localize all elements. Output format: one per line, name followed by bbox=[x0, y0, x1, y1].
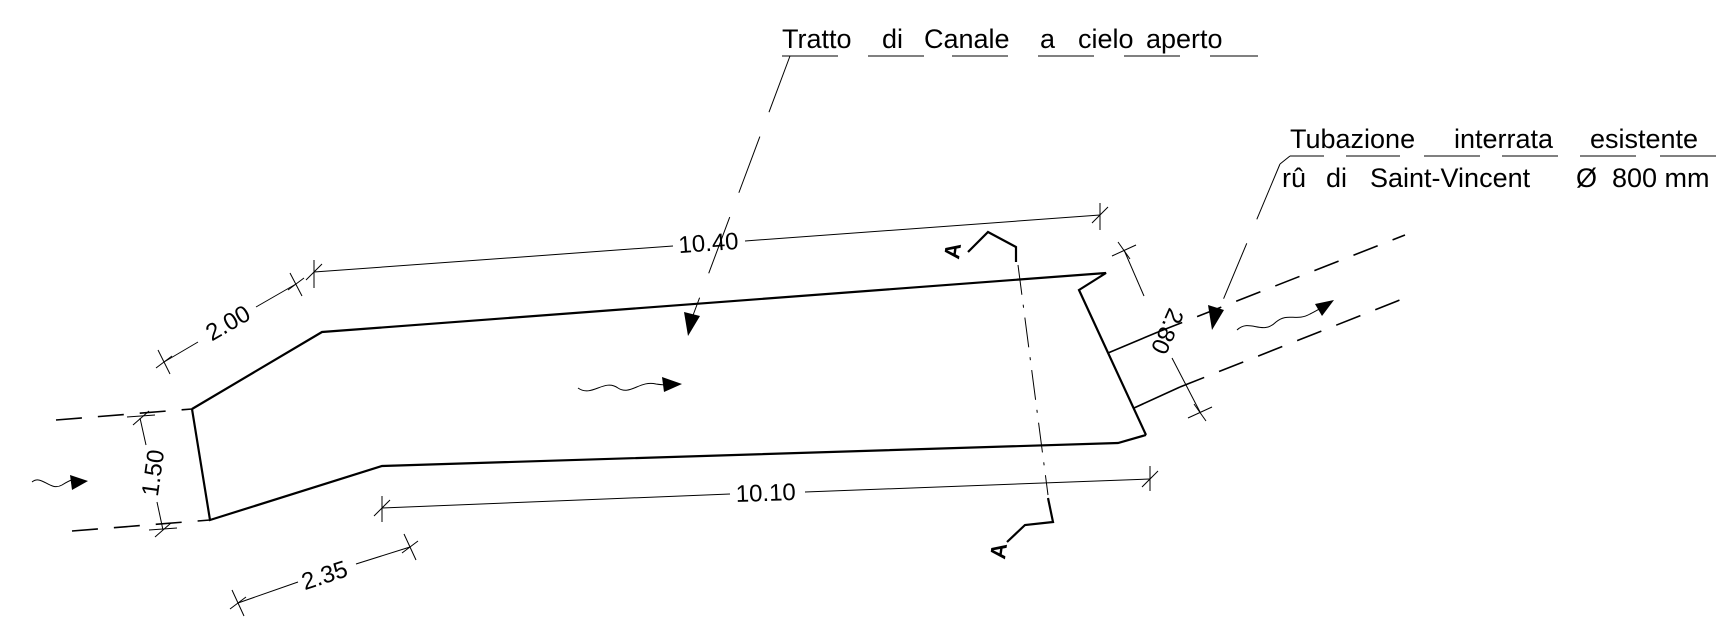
label-canal-word-5: cielo bbox=[1078, 24, 1134, 54]
label-pipe-line2-word-5: 800 mm bbox=[1612, 163, 1710, 193]
leader-canal bbox=[684, 55, 791, 336]
label-pipe-line2-word-1: rû bbox=[1282, 163, 1306, 193]
flow-arrow-downstream bbox=[1236, 305, 1327, 331]
leader-arrowhead-pipe bbox=[1208, 305, 1224, 330]
dimension-bottom-length: 10.10 bbox=[373, 466, 1159, 522]
dimension-top-length: 10.40 bbox=[305, 203, 1109, 288]
section-label-bottom: A bbox=[985, 541, 1012, 560]
dimension-inlet-bottom: 2.35 bbox=[229, 533, 419, 617]
flow-arrow-canal bbox=[577, 377, 682, 392]
label-pipe-line1-word-2: interrata bbox=[1454, 124, 1554, 154]
upstream-pipe bbox=[31, 408, 211, 532]
label-canal: Tratto di Canale a cielo aperto bbox=[782, 24, 1258, 57]
label-pipe-line1-word-1: Tubazione bbox=[1290, 124, 1415, 154]
dimension-label-inlet-top: 2.00 bbox=[201, 300, 255, 347]
dimension-label-top-length: 10.40 bbox=[678, 228, 740, 259]
label-pipe: Tubazione interrata esistente rû di Sain… bbox=[1279, 124, 1716, 193]
label-pipe-line2-word-4: Ø bbox=[1576, 163, 1597, 193]
dimension-label-outlet-width: 2.80 bbox=[1145, 304, 1189, 358]
label-canal-word-2: di bbox=[882, 24, 903, 54]
dimension-inlet-width: 1.50 bbox=[126, 410, 178, 538]
label-pipe-line1-word-3: esistente bbox=[1590, 124, 1698, 154]
leader-arrowhead-canal bbox=[684, 312, 700, 336]
leader-pipe bbox=[1208, 163, 1281, 330]
dimension-label-inlet-width: 1.50 bbox=[137, 448, 170, 498]
flow-arrowhead-downstream bbox=[1315, 300, 1334, 316]
label-canal-word-6: aperto bbox=[1146, 24, 1223, 54]
dimension-inlet-top: 2.00 bbox=[155, 272, 305, 375]
canal-outline bbox=[190, 271, 1181, 522]
label-canal-word-4: a bbox=[1040, 24, 1056, 54]
dimension-label-inlet-bottom: 2.35 bbox=[298, 556, 351, 596]
section-line-a: A A bbox=[939, 230, 1055, 561]
downstream-pipe bbox=[1157, 234, 1411, 388]
label-pipe-line2-word-2: di bbox=[1326, 163, 1347, 193]
flow-arrowhead-upstream bbox=[70, 475, 88, 490]
label-canal-word-3: Canale bbox=[924, 24, 1010, 54]
dimension-label-bottom-length: 10.10 bbox=[735, 479, 796, 508]
label-canal-word-1: Tratto bbox=[782, 24, 852, 54]
label-pipe-line2-word-3: Saint-Vincent bbox=[1370, 163, 1531, 193]
section-label-top: A bbox=[939, 241, 966, 260]
